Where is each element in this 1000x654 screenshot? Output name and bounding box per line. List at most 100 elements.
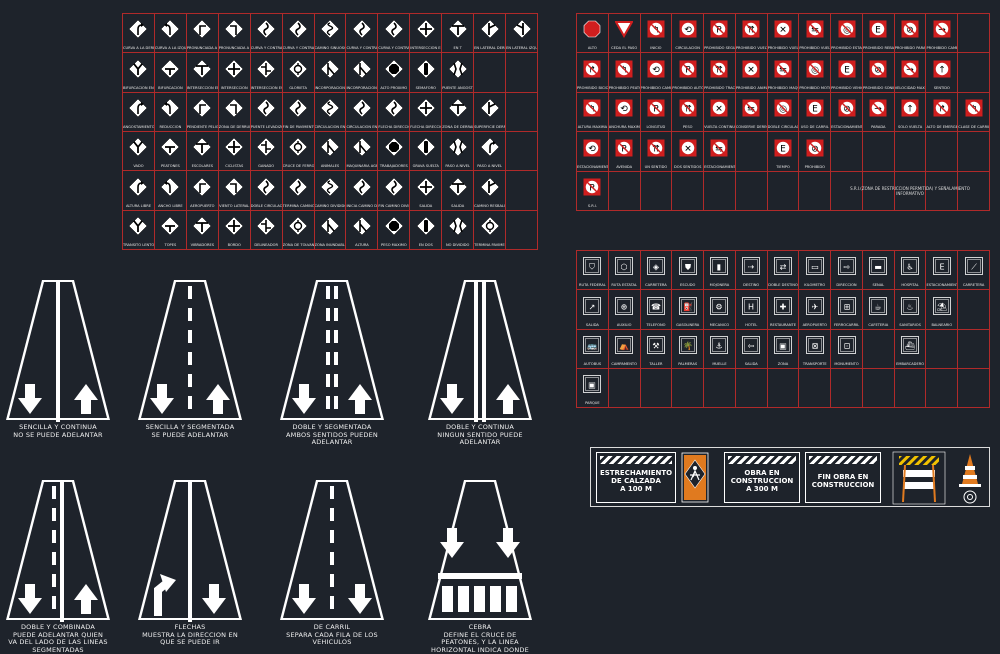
preventive-sign-cell: ANGOSTAMIENTO: [123, 93, 155, 132]
work-sign-narrowing-line1: ESTRECHAMIENTO: [597, 469, 675, 477]
informative-sign-cell: ⛊ESCUDO: [672, 251, 704, 290]
restrictive-sign-label: PROHIBIDO TRACCION: [704, 86, 735, 90]
svg-text:H: H: [748, 302, 754, 311]
restrictive-sign-label: S.R.I.: [577, 204, 608, 208]
restrictive-sign-label: AVENIDA: [609, 165, 640, 169]
informative-sign-cell: ☎TELEFONO: [641, 290, 673, 329]
restrictive-sign-cell: E PROHIBIDO REBASAR: [863, 14, 895, 53]
svg-text:⛺: ⛺: [619, 341, 629, 350]
preventive-sign-cell: PUENTE LEVADIZO: [251, 93, 283, 132]
preventive-sign-label: CURVA A LA DERECHA: [123, 46, 154, 50]
svg-text:⛉: ⛉: [589, 263, 595, 272]
preventive-sign-cell: VIENTO LATERAL: [219, 171, 251, 210]
svg-text:✕: ✕: [779, 26, 787, 36]
restrictive-sign-label: PROHIBIDO AUTOBUSES: [672, 86, 703, 90]
informative-sign-cell: ▣PARQUE: [577, 369, 609, 408]
restrictive-sign-label: PROHIBIDO VUELTA A LA IZQUIERDA: [768, 46, 799, 50]
preventive-sign-cell: TRANSITO LENTO: [123, 211, 155, 250]
restrictive-sign-label: CEDA EL PASO: [609, 46, 640, 50]
svg-text:▮: ▮: [717, 263, 721, 272]
preventive-sign-label: GLORIETA: [283, 86, 314, 90]
informative-sign-cell: [863, 369, 895, 408]
restrictive-sign-label: TIEMPO: [768, 165, 799, 169]
informative-sign-cell: [895, 369, 927, 408]
preventive-sign-cell: CURVA A LA IZQUIERDA: [155, 14, 187, 53]
restrictive-sign-label: VELOCIDAD MAXIMA: [895, 86, 926, 90]
restrictive-sign-label: UN SENTIDO: [641, 165, 672, 169]
work-sign-construction-line2: CONSTRUCCION: [725, 477, 799, 485]
svg-text:⛊: ⛊: [685, 263, 691, 272]
road-lane-icon: [424, 478, 536, 622]
preventive-sign-label: ALTURA LIBRE: [123, 204, 154, 208]
restrictive-sign-label: PROHIBIDO SEGUIR DE FRENTE: [704, 46, 735, 50]
informative-sign-label: MECANICO: [704, 323, 735, 327]
restrictive-sign-label: SOLO VUELTA: [895, 125, 926, 129]
restrictive-sign-label: ALTO: [577, 46, 608, 50]
preventive-sign-cell: CAMINO DIVIDIDO: [315, 171, 347, 210]
informative-sign-cell: ☕CAFETERIA: [863, 290, 895, 329]
informative-sign-cell: ✈AEROPUERTO: [799, 290, 831, 329]
informative-sign-label: MOJONERA: [704, 283, 735, 287]
preventive-sign-cell: ALTO PROXIMO: [378, 53, 410, 92]
restrictive-sign-label: PROHIBIDO VUELTA A LA DERECHA: [736, 46, 767, 50]
restrictive-sign-cell: [768, 172, 800, 211]
preventive-sign-cell: PRONUNCIADA A LA DERECHA: [187, 14, 219, 53]
preventive-sign-cell: REDUCCION: [155, 93, 187, 132]
preventive-sign-cell: INCORPORACION DE TRANSITO: [315, 53, 347, 92]
informative-sign-cell: ⊕AUXILIO: [609, 290, 641, 329]
informative-sign-cell: [768, 369, 800, 408]
preventive-sign-cell: ALTURA LIBRE: [123, 171, 155, 210]
restrictive-sign-label: PROHIBIDO REBASAR: [863, 46, 894, 50]
restrictive-sign-cell: [831, 132, 863, 171]
restrictive-sign-cell: ✕DOS SENTIDOS: [672, 132, 704, 171]
preventive-sign-cell: ALTURA: [346, 211, 378, 250]
restrictive-sign-cell: ALTO: [577, 14, 609, 53]
informative-sign-cell: ♿HOSPITAL: [895, 251, 927, 290]
preventive-sign-label: ALTURA: [346, 243, 377, 247]
svg-text:E: E: [875, 26, 881, 36]
svg-text:E: E: [939, 263, 944, 272]
svg-text:✈: ✈: [811, 302, 818, 311]
preventive-sign-cell: GRAVA SUELTA: [410, 132, 442, 171]
informative-sign-cell: [831, 369, 863, 408]
road-marking-diagram: [2, 478, 114, 626]
informative-sign-cell: ⛱BALNEARIO: [926, 290, 958, 329]
preventive-sign-label: CURVA Y CONTRACURVA: [283, 46, 314, 50]
preventive-sign-label: INICIA CAMINO DIVIDIDO: [346, 204, 377, 208]
restrictive-note: S.R.I.(ZONA DE RESTRICCION PERMITIDA) Y …: [840, 186, 980, 196]
informative-sign-cell: ▮ MOJONERA: [704, 251, 736, 290]
restrictive-sign-cell: [736, 132, 768, 171]
informative-sign-label: MUELLE: [704, 362, 735, 366]
preventive-sign-label: NO DIVIDIDO: [442, 243, 473, 247]
restrictive-sign-cell: ↰ALTURA MAXIMA: [577, 93, 609, 132]
preventive-sign-label: FIN CAMINO DIVIDIDO: [378, 204, 409, 208]
preventive-sign-label: CURVA Y CONTRACURVA: [346, 46, 377, 50]
preventive-sign-label: PRONUNCIADA A LA IZQUIERDA: [219, 46, 250, 50]
preventive-sign-cell: ZONA DE DERRAPE: [442, 93, 474, 132]
restrictive-sign-cell: ⊘ESTACIONAMIENTO: [831, 93, 863, 132]
informative-sign-cell: ⊡MONUMENTO: [831, 330, 863, 369]
informative-sign-label: SEÑAL: [863, 283, 894, 287]
restrictive-sign-label: CONSERVE DERECHA: [736, 125, 767, 129]
informative-sign-label: CAFETERIA: [863, 323, 894, 327]
informative-sign-label: RUTA ESTATAL: [609, 283, 640, 287]
svg-text:✕: ✕: [716, 105, 724, 115]
preventive-sign-cell: ZONA DE DERRUMBE: [219, 93, 251, 132]
informative-sign-label: FERROCARRIL: [831, 323, 862, 327]
preventive-sign-label: ALTO PROXIMO: [378, 86, 409, 90]
preventive-sign-label: PENDIENTE PELIGROSA: [187, 125, 218, 129]
road-marking-caption-line: ADELANTAR: [266, 439, 398, 447]
informative-sign-label: PALMERAS: [672, 362, 703, 366]
restrictive-sign-cell: ✕PROHIBIDO ANIMALES: [736, 53, 768, 92]
restrictive-sign-label: ANCHURA MAXIMA: [609, 125, 640, 129]
svg-text:⇄: ⇄: [780, 263, 787, 272]
road-marking-caption-line: SEGMENTADAS: [0, 647, 124, 654]
preventive-sign-cell: BIFURCACION: [155, 53, 187, 92]
restrictive-sign-cell: ⊘PROHIBIDO: [799, 132, 831, 171]
restrictive-sign-cell: ⇈PROHIBIDO VUELTA A LA DERECHA: [736, 14, 768, 53]
work-sign-narrowing: ESTRECHAMIENTO DE CALZADA A 100 M: [596, 452, 676, 503]
informative-sign-cell: ✚RESTAURANTE: [768, 290, 800, 329]
preventive-sign-cell: [474, 53, 506, 92]
